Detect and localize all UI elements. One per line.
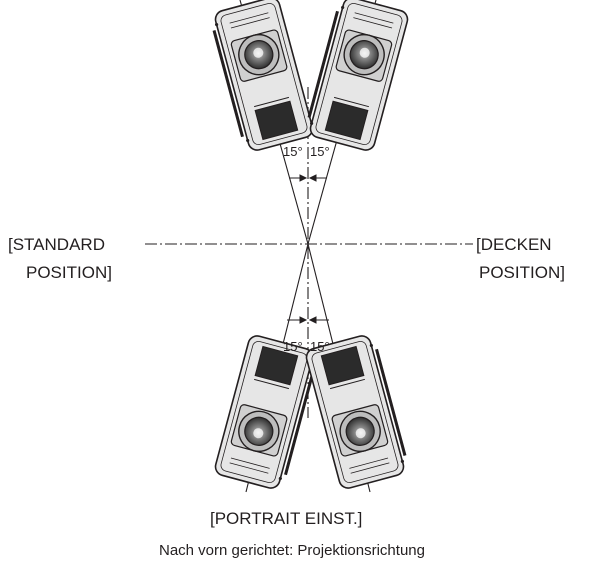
- angle-label-upper-left: 15°: [283, 144, 303, 159]
- ceiling-position-label-line1: [DECKEN: [476, 235, 552, 254]
- angle-label-lower-right: 15°: [310, 339, 330, 354]
- portrait-position-label: [PORTRAIT EINST.]: [210, 509, 363, 528]
- angle-label-upper-right: 15°: [310, 144, 330, 159]
- standard-position-label-line1: [STANDARD: [8, 235, 105, 254]
- projector-lower-right: [302, 331, 411, 492]
- ceiling-position-label-line2: POSITION]: [479, 263, 565, 282]
- projection-direction-caption: Nach vorn gerichtet: Projektionsrichtung: [159, 542, 425, 559]
- angle-label-lower-left: 15°: [283, 339, 303, 354]
- projector-upper-right: [303, 0, 412, 154]
- projector-upper-left: [208, 0, 317, 155]
- upper-angle-arrows: [289, 174, 327, 182]
- projector-lower-left: [211, 332, 320, 493]
- lower-angle-arrows: [287, 316, 329, 324]
- standard-position-label-line2: POSITION]: [26, 263, 112, 282]
